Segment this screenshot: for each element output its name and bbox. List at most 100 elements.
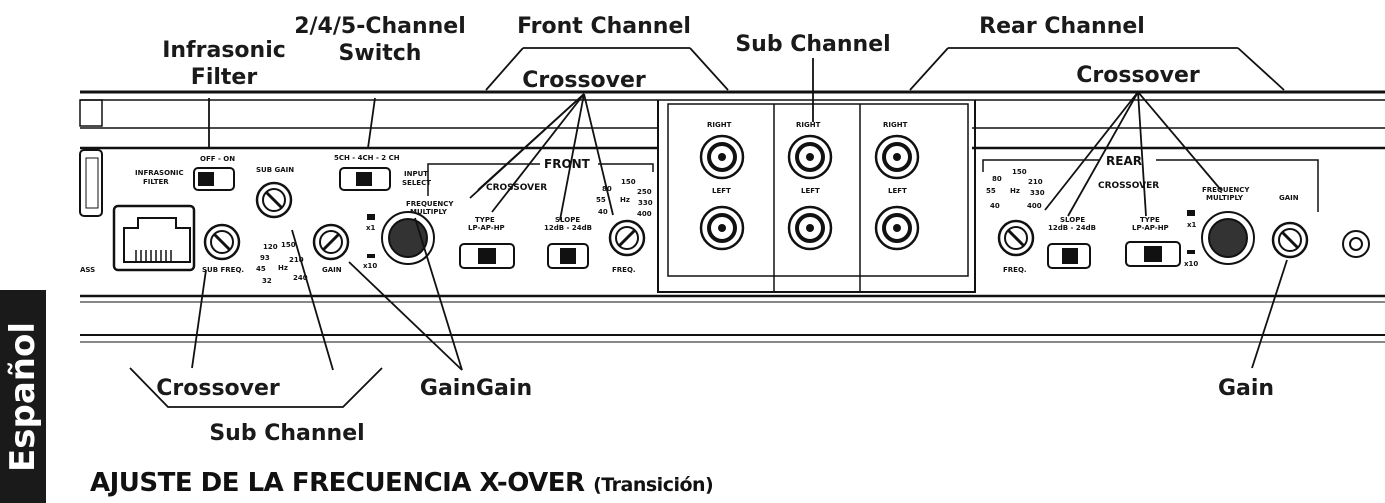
rear-slope-switch[interactable] (1047, 243, 1091, 269)
rear-tick-4: 55 (986, 187, 996, 195)
sub-freq-ticks: 120 150 93 45 210 32 240 (256, 241, 308, 285)
sub-hz-label: Hz (278, 264, 288, 272)
callout-front-channel: Front Channel (517, 14, 691, 39)
front-tick-6: 40 (598, 208, 608, 216)
rear-left-jack[interactable] (874, 205, 920, 251)
input-select-1: INPUT (404, 170, 428, 178)
sub-tick-6: 32 (262, 277, 272, 285)
rear-tick-3: 210 (1028, 178, 1043, 186)
front-x1-label: x1 (366, 224, 376, 232)
rear-left-label: LEFT (888, 187, 907, 195)
front-tick-3: 250 (637, 188, 652, 196)
front-type-switch[interactable] (459, 243, 515, 269)
front-gain-knob[interactable] (312, 223, 350, 261)
sub-gain-label: SUB GAIN (256, 166, 294, 174)
section-heading: AJUSTE DE LA FRECUENCIA X-OVER (Transici… (90, 468, 714, 498)
rear-tick-7: 400 (1027, 202, 1042, 210)
front-type-label: TYPE (475, 216, 495, 224)
rear-freq-multiply-button[interactable] (1201, 211, 1255, 265)
rear-gain-knob[interactable] (1271, 221, 1309, 259)
front-tick-5: 330 (638, 199, 653, 207)
rear-hz-label: Hz (1010, 187, 1020, 195)
front-bracket (427, 163, 654, 196)
sub-tick-2: 150 (281, 241, 296, 249)
rear-slope-values: 12dB - 24dB (1048, 224, 1096, 232)
callout-labels: Infrasonic Filter 2/4/5-Channel Switch F… (156, 14, 1274, 446)
front-freq-ticks: 150 80 250 55 Hz 330 40 400 (596, 178, 653, 218)
front-tick-4: 55 (596, 196, 606, 204)
heading-main: AJUSTE DE LA FRECUENCIA X-OVER (90, 468, 585, 498)
front-right-label: RIGHT (707, 121, 732, 129)
remote-bass-port[interactable] (112, 204, 196, 272)
infrasonic-label-2: FILTER (143, 178, 169, 186)
rear-type-switch[interactable] (1125, 241, 1181, 267)
rca-jacks[interactable] (699, 134, 920, 251)
freq-multiply-label-2: MULTIPLY (410, 208, 448, 216)
callout-channel-switch-1: 2/4/5-Channel (294, 14, 466, 39)
front-slope-label: SLOPE (555, 216, 580, 224)
front-slope-values: 12dB - 24dB (544, 224, 592, 232)
callout-front-crossover: Crossover (522, 68, 646, 93)
mounting-screw (1342, 230, 1370, 258)
callout-sub-crossover: Crossover (156, 376, 280, 401)
callout-sub-channel-bottom: Sub Channel (209, 421, 364, 446)
input-select-2: SELECT (402, 179, 431, 187)
rear-x1-label: x1 (1187, 221, 1197, 229)
infrasonic-filter-switch[interactable] (193, 167, 235, 191)
callout-channel-switch-2: Switch (339, 41, 422, 66)
front-x10-label: x10 (363, 262, 377, 270)
front-slope-switch[interactable] (547, 243, 589, 269)
language-tab-label: Español (3, 321, 43, 472)
rear-slope-label: SLOPE (1060, 216, 1085, 224)
sub-gain-knob[interactable] (255, 181, 293, 219)
rear-tick-2: 80 (992, 175, 1002, 183)
callout-infrasonic-1: Infrasonic (162, 38, 286, 63)
sub-freq-knob[interactable] (203, 223, 241, 261)
callout-rear-crossover: Crossover (1076, 63, 1200, 88)
front-tick-7: 400 (637, 210, 652, 218)
rear-freq-multiply-1: FREQUENCY (1202, 186, 1250, 194)
rear-x10-label: x10 (1184, 260, 1198, 268)
bass-label: ASS (80, 266, 95, 274)
rear-type-values: LP-AP-HP (1132, 224, 1169, 232)
leader-lines (129, 47, 1288, 408)
rear-freq-multiply-2: MULTIPLY (1206, 194, 1244, 202)
rear-type-label: TYPE (1140, 216, 1160, 224)
freq-multiply-label-1: FREQUENCY (406, 200, 454, 208)
front-freq-multiply-button[interactable] (381, 211, 435, 265)
sub-freq-label: SUB FREQ. (202, 266, 244, 274)
rear-freq-label: FREQ. (1003, 266, 1027, 274)
front-section-title: FRONT (544, 157, 591, 171)
sub-left-jack[interactable] (787, 205, 833, 251)
language-tab: Español (0, 290, 46, 503)
front-left-jack[interactable] (699, 205, 745, 251)
sub-tick-3: 93 (260, 254, 270, 262)
front-freq-knob[interactable] (608, 219, 646, 257)
rear-tick-1: 150 (1012, 168, 1027, 176)
rear-bracket (982, 159, 1319, 212)
sub-right-label: RIGHT (796, 121, 821, 129)
front-right-jack[interactable] (699, 134, 745, 180)
sub-tick-1: 120 (263, 243, 278, 251)
rear-right-jack[interactable] (874, 134, 920, 180)
x1-indicator (367, 214, 375, 220)
channel-select-switch[interactable] (339, 167, 391, 191)
sub-right-jack[interactable] (787, 134, 833, 180)
chassis (79, 90, 1385, 343)
rear-freq-knob[interactable] (997, 219, 1035, 257)
front-gain-label: GAIN (322, 266, 342, 274)
callout-infrasonic-2: Filter (191, 65, 258, 90)
front-hz-label: Hz (620, 196, 630, 204)
callout-sub-channel-top: Sub Channel (735, 32, 890, 57)
x10-indicator (367, 254, 375, 258)
channel-select-legend: 5CH - 4CH - 2 CH (334, 154, 400, 162)
rear-right-label: RIGHT (883, 121, 908, 129)
rear-tick-5: 330 (1030, 189, 1045, 197)
rear-x1-indicator (1187, 210, 1195, 216)
front-freq-label: FREQ. (612, 266, 636, 274)
callout-rear-gain: Gain (1218, 376, 1274, 401)
rear-crossover-label: CROSSOVER (1098, 181, 1159, 191)
rear-x10-indicator (1187, 250, 1195, 254)
rear-gain-label: GAIN (1279, 194, 1299, 202)
